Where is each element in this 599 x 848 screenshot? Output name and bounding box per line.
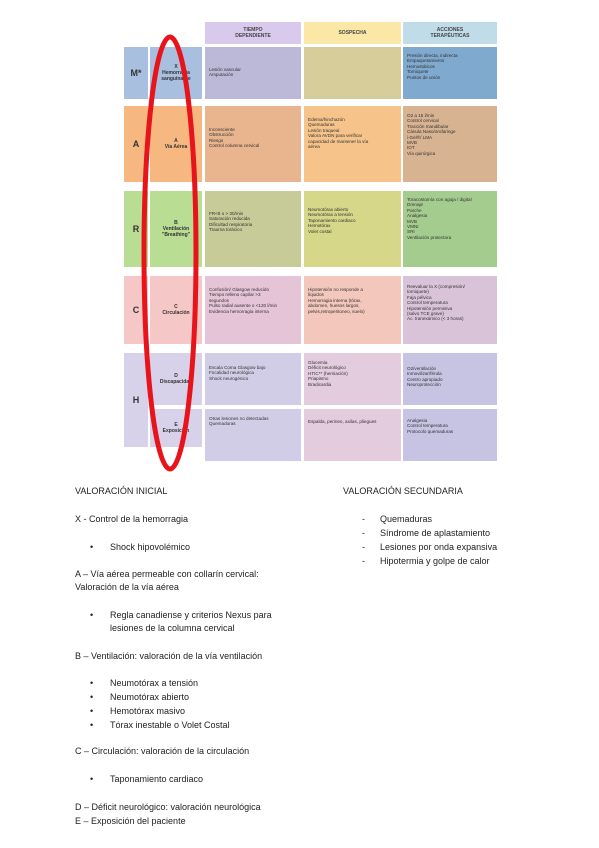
row-x-letter: M* bbox=[130, 68, 142, 78]
row-e-c1: Otras lesiones no detectadas Quemaduras bbox=[209, 416, 269, 427]
row-d-c2-bg bbox=[304, 353, 401, 405]
row-c-c1-bg bbox=[205, 276, 301, 344]
row-d-c1-bg bbox=[205, 353, 301, 405]
b-item-tension: Neumotórax a tensión bbox=[90, 678, 198, 688]
row-d-c1: Escala Coma Glasgow bajo Focalidad neuro… bbox=[209, 365, 266, 381]
row-x-c3-bg bbox=[403, 47, 497, 99]
x-item-shock: Shock hipovolémico bbox=[90, 542, 190, 552]
row-b-letter: R bbox=[132, 224, 140, 234]
secondary-item-quemaduras: Quemaduras bbox=[362, 514, 432, 524]
header-tiempo: TIEMPO DEPENDIENTE bbox=[235, 27, 271, 39]
row-b-c2-bg bbox=[304, 191, 401, 267]
row-e-c3: Analgesia Control temperatura Protocolo … bbox=[407, 418, 454, 434]
row-e-c1-bg bbox=[205, 409, 301, 461]
e-heading: E – Exposición del paciente bbox=[75, 816, 186, 826]
red-oval-annotation bbox=[141, 34, 199, 472]
secondary-item-hipotermia: Hipotermia y golpe de calor bbox=[362, 556, 489, 566]
secondary-item-onda: Lesiones por onda expansiva bbox=[362, 542, 497, 552]
row-b-c3-bg bbox=[403, 191, 497, 267]
b-item-abierto: Neumotórax abierto bbox=[90, 692, 189, 702]
x-heading: X - Control de la hemorragia bbox=[75, 514, 189, 524]
c-heading: C – Circulación: valoración de la circul… bbox=[75, 746, 250, 756]
row-e-label: E Exposición bbox=[162, 422, 190, 434]
row-a-c2: Edema/hinchazón Quemaduras Lesión traque… bbox=[308, 117, 369, 150]
row-e-c2: Espalda, perineo, axilas, pliegues bbox=[308, 419, 377, 424]
row-a-c1: Inconsciente Obstrucción Riesgo Control … bbox=[209, 127, 260, 149]
row-a-c3: O2 a 15 l/min Control cervical Tracción … bbox=[407, 113, 456, 156]
row-d-c2: Glucemia Déficit neurológico HTIC** (her… bbox=[308, 360, 348, 387]
row-x-c3: Presión directa, indirecta Empaquetamien… bbox=[407, 53, 458, 80]
a-heading-line2: Valoración de la vía aérea bbox=[75, 582, 179, 592]
row-x-c2 bbox=[304, 50, 401, 56]
row-a-label: A Vía Aérea bbox=[164, 138, 188, 150]
row-c-c3-bg bbox=[403, 276, 497, 344]
header-bg-2 bbox=[304, 22, 401, 44]
row-b-c1-bg bbox=[205, 191, 301, 267]
row-c-c1: Confusión/ Glasgow reducido Tiempo relle… bbox=[209, 287, 278, 314]
row-a-c3-bg bbox=[403, 106, 497, 182]
row-h-letter: H bbox=[132, 395, 140, 405]
b-item-hemotorax: Hemotórax masivo bbox=[90, 706, 185, 716]
row-e-c3-bg bbox=[403, 409, 497, 461]
left-title: VALORACIÓN INICIAL bbox=[75, 486, 168, 496]
secondary-item-aplastamiento: Síndrome de aplastamiento bbox=[362, 528, 490, 538]
d-heading: D – Déficit neurológico: valoración neur… bbox=[75, 802, 261, 812]
row-x-c2-bg bbox=[304, 47, 401, 99]
row-x-letter-bg bbox=[124, 47, 148, 99]
row-x-c1: Lesión vascular Amputación bbox=[209, 67, 241, 78]
row-a-letter: A bbox=[132, 139, 140, 149]
row-b-c2: Neumotórax abierto Neumotórax a tensión … bbox=[308, 207, 356, 234]
row-a-c1-bg bbox=[205, 106, 301, 182]
a-item-line2: lesiones de la columna cervical bbox=[110, 623, 235, 633]
row-c-c2-bg bbox=[304, 276, 401, 344]
row-h-letter-bg bbox=[124, 353, 148, 447]
header-sospecha: SOSPECHA bbox=[338, 30, 367, 36]
row-b-label: B Ventilación "Breathing" bbox=[161, 220, 191, 238]
row-c-c3: Reevaluar la X (compresión/ torniquete) … bbox=[407, 284, 465, 322]
row-d-c3: O2/ventilación Inmovilizar/férula Centro… bbox=[407, 366, 443, 388]
b-heading: B – Ventilación: valoración de la vía ve… bbox=[75, 651, 263, 661]
row-divider bbox=[304, 406, 497, 408]
right-title: VALORACIÓN SECUNDARIA bbox=[343, 486, 463, 496]
row-c-c2: Hipotensión no responde a líquidos Hemor… bbox=[308, 287, 365, 314]
row-x-c1-bg bbox=[205, 47, 301, 99]
row-e-c2-bg bbox=[304, 409, 401, 461]
header-bg-1 bbox=[205, 22, 301, 44]
row-d-label: D Discapacidad bbox=[159, 373, 193, 385]
header-bg-3 bbox=[403, 22, 497, 44]
c-item-taponamiento: Taponamiento cardiaco bbox=[90, 774, 203, 784]
row-c-letter: C bbox=[132, 305, 140, 315]
row-c-label: C Circulación bbox=[162, 304, 190, 316]
a-item-line1: Regla canadiense y criterios Nexus para bbox=[90, 610, 272, 620]
a-heading-line1: A – Vía aérea permeable con collarín cer… bbox=[75, 569, 259, 579]
b-item-volet: Tórax inestable o Volet Costal bbox=[90, 720, 230, 730]
row-d-c3-bg bbox=[403, 353, 497, 405]
row-x-label: X Hemorragia sanguinante bbox=[161, 64, 191, 82]
row-a-c2-bg bbox=[304, 106, 401, 182]
row-b-c3: Toracostomía con aguja / digital Drenaje… bbox=[407, 197, 472, 240]
header-acciones: ACCIONES TERAPÉUTICAS bbox=[430, 27, 470, 39]
row-b-c1: FR<8 o > 30/min Saturación reducida Difi… bbox=[209, 211, 253, 233]
